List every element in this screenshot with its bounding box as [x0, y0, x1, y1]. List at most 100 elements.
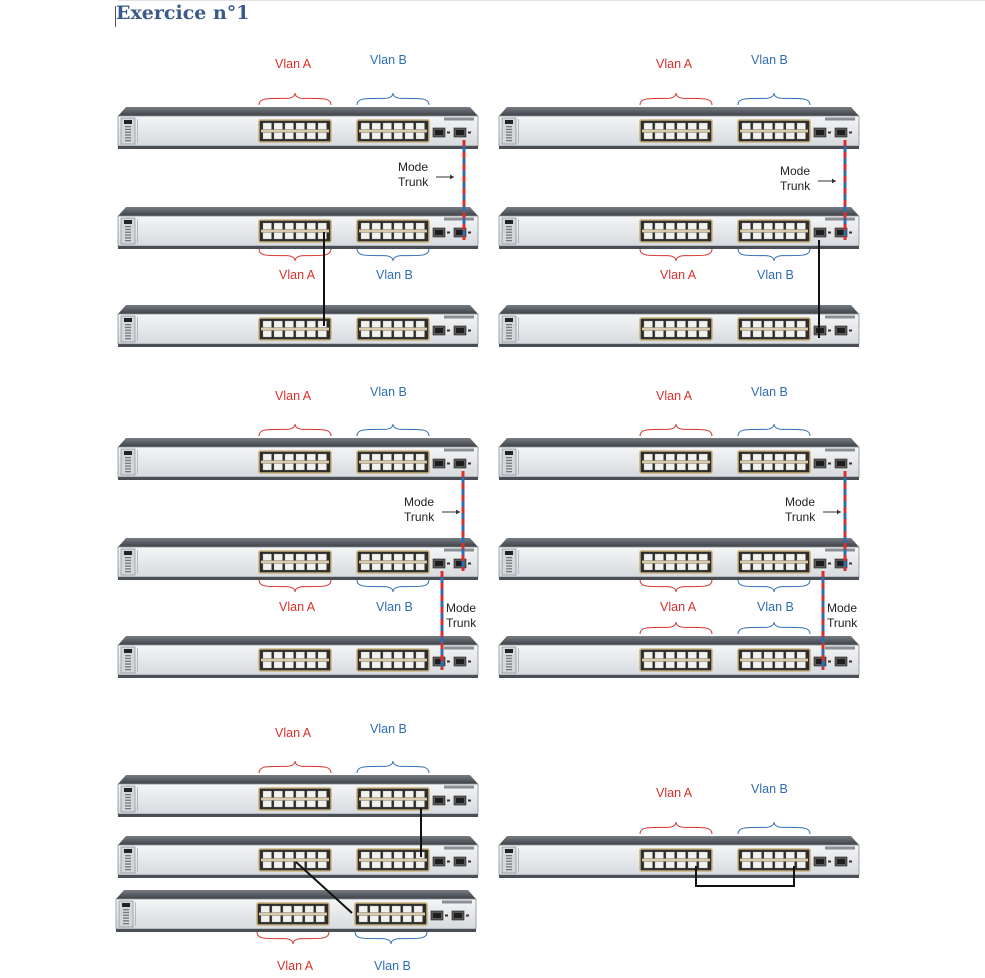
trunk-label: Trunk [398, 175, 429, 189]
switch-top [499, 836, 859, 845]
vlan-b-label: Vlan B [374, 959, 411, 973]
mode-label: Mode [398, 160, 428, 174]
arrow-head [837, 509, 841, 515]
switch-top [118, 207, 478, 216]
vlan-b-label: Vlan B [757, 600, 794, 614]
vlan-a-brace [639, 248, 713, 262]
vlan-b-label: Vlan B [751, 53, 788, 67]
vlan-b-label: Vlan B [376, 600, 413, 614]
model-label [444, 548, 474, 552]
console-panel [118, 900, 134, 928]
switch-3c [117, 636, 479, 678]
access-cable-6 [695, 866, 795, 887]
model-label [825, 846, 855, 850]
vlan-b-brace [356, 760, 430, 774]
switch-top [499, 207, 859, 216]
model-label [825, 548, 855, 552]
console-panel [501, 117, 517, 145]
switch-top [118, 775, 478, 784]
model-label [444, 785, 474, 789]
model-label [444, 117, 474, 121]
console-panel [501, 315, 517, 343]
vlan-a-brace [258, 423, 332, 437]
trunk-label: Trunk [785, 510, 816, 524]
text-cursor [115, 6, 116, 27]
console-panel [120, 785, 136, 813]
switch-top [118, 305, 478, 314]
vlan-a-brace [639, 579, 713, 593]
switch-3a [117, 438, 479, 480]
switch-5b [117, 836, 479, 878]
vlan-a-brace [639, 92, 713, 106]
vlan-a-label: Vlan A [279, 600, 316, 614]
switch-6a [498, 836, 860, 878]
model-label [825, 315, 855, 319]
vlan-b-label: Vlan B [376, 268, 413, 282]
console-panel [501, 646, 517, 674]
switch-1a [117, 107, 479, 149]
switch-top [499, 538, 859, 547]
vlan-b-brace [356, 423, 430, 437]
vlan-b-brace [354, 931, 428, 945]
switch-4a [498, 438, 860, 480]
switch-top [116, 890, 476, 899]
vlan-b-label: Vlan B [370, 385, 407, 399]
vlan-b-brace [737, 821, 811, 835]
mode-label: Mode [827, 601, 857, 615]
mode-label: Mode [446, 601, 476, 615]
vlan-a-label: Vlan A [275, 389, 312, 403]
vlan-b-label: Vlan B [757, 268, 794, 282]
model-label [444, 646, 474, 650]
document-title: Exercice n°1 [116, 2, 250, 24]
console-panel [120, 117, 136, 145]
console-panel [120, 646, 136, 674]
mode-label: Mode [785, 495, 815, 509]
vlan-b-brace [356, 248, 430, 262]
vlan-a-brace [258, 248, 332, 262]
switch-3b [117, 538, 479, 580]
switch-top [118, 107, 478, 116]
switch-top [499, 305, 859, 314]
switch-1b [117, 207, 479, 249]
vlan-b-label: Vlan B [751, 782, 788, 796]
vlan-a-brace [258, 760, 332, 774]
vlan-a-brace [256, 931, 330, 945]
switch-top [118, 538, 478, 547]
arrow-head [450, 174, 454, 180]
mode-label: Mode [780, 164, 810, 178]
console-panel [120, 217, 136, 245]
console-panel [120, 315, 136, 343]
model-label [825, 117, 855, 121]
model-label [444, 846, 474, 850]
switch-top [118, 438, 478, 447]
arrow-head [456, 509, 460, 515]
switch-4b [498, 538, 860, 580]
switch-2c [498, 305, 860, 347]
model-label [825, 646, 855, 650]
trunk-label: Trunk [404, 510, 435, 524]
model-label [825, 448, 855, 452]
switch-top [499, 438, 859, 447]
console-panel [120, 846, 136, 874]
switch-top [499, 107, 859, 116]
vlan-a-label: Vlan A [275, 726, 312, 740]
switch-top [499, 636, 859, 645]
trunk-label: Trunk [446, 616, 477, 630]
model-label [444, 217, 474, 221]
trunk-label: Trunk [827, 616, 858, 630]
vlan-b-brace [737, 92, 811, 106]
vlan-b-label: Vlan B [751, 385, 788, 399]
vlan-a-label: Vlan A [656, 389, 693, 403]
model-label [444, 315, 474, 319]
switch-5c [115, 890, 477, 932]
vlan-a-brace [639, 621, 713, 635]
vlan-b-brace [737, 423, 811, 437]
vlan-a-label: Vlan A [656, 57, 693, 71]
vlan-b-brace [737, 621, 811, 635]
